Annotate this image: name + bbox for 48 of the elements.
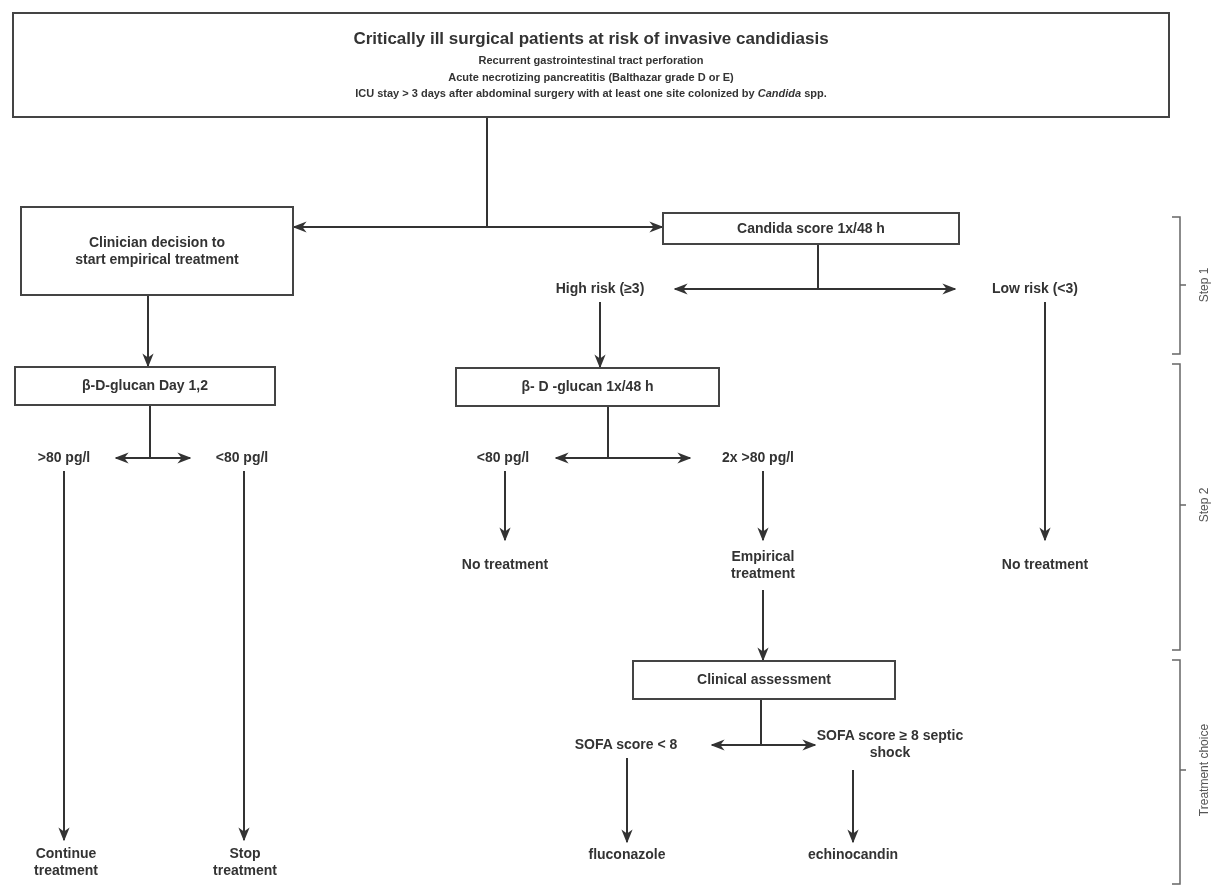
- process-box: [662, 212, 960, 245]
- criteria-line: Recurrent gastrointestinal tract perforation: [478, 53, 704, 69]
- process-box: [14, 366, 276, 406]
- flow-text: >80 pg/l: [37, 449, 91, 467]
- box-label: β- D -glucan 1x/48 h: [521, 378, 654, 396]
- flow-text: SOFA score ≥ 8 septic shock: [815, 726, 965, 762]
- box-label: Clinician decision to start empirical treatment: [74, 233, 240, 269]
- arrow: [594, 301, 606, 369]
- arrow: [817, 244, 957, 295]
- arrow: [149, 405, 192, 464]
- step-label: Step 1: [1196, 267, 1211, 303]
- criteria-line: ICU stay > 3 days after abdominal surgery with at least one site colonized by Candida spp.: [355, 86, 827, 102]
- flow-text: <80 pg/l: [476, 449, 530, 467]
- box-label: Clinical assessment: [697, 671, 831, 689]
- flow-text: <80 pg/l: [215, 449, 269, 467]
- arrow: [486, 117, 664, 233]
- step-label: Treatment choice: [1197, 723, 1212, 817]
- arrow: [760, 699, 817, 751]
- flow-text: Continue treatment: [33, 844, 99, 880]
- flow-text: Empirical treatment: [730, 547, 796, 583]
- arrow: [607, 406, 692, 464]
- process-box: [455, 367, 720, 407]
- arrow: [142, 295, 154, 368]
- arrow: [757, 470, 769, 542]
- flow-text: 2x >80 pg/l: [722, 449, 794, 467]
- arrow: [238, 470, 250, 842]
- arrow: [757, 589, 769, 662]
- box-label: β-D-glucan Day 1,2: [82, 377, 208, 395]
- flow-text: No treatment: [461, 556, 549, 574]
- step-label: Step 2: [1196, 487, 1211, 523]
- flow-text: Stop treatment: [212, 844, 278, 880]
- flow-text: echinocandin: [807, 846, 899, 864]
- box-label: Candida score 1x/48 h: [737, 219, 885, 238]
- arrow: [621, 757, 633, 844]
- box-heading: Critically ill surgical patients at risk of invasive candidiasis: [353, 28, 829, 50]
- process-box: [20, 206, 294, 296]
- flow-text: SOFA score < 8: [574, 736, 678, 754]
- arrow: [1039, 301, 1051, 542]
- flow-text: No treatment: [1001, 556, 1089, 574]
- arrow: [499, 470, 511, 542]
- process-box: [632, 660, 896, 700]
- flow-text: fluconazole: [588, 846, 666, 864]
- criteria-line: Acute necrotizing pancreatitis (Balthazar grade D or E): [448, 69, 734, 85]
- flow-text: High risk (≥3): [555, 280, 645, 298]
- process-box: [12, 12, 1170, 118]
- arrow: [847, 769, 859, 844]
- arrow: [58, 470, 70, 842]
- flow-text: Low risk (<3): [992, 280, 1078, 298]
